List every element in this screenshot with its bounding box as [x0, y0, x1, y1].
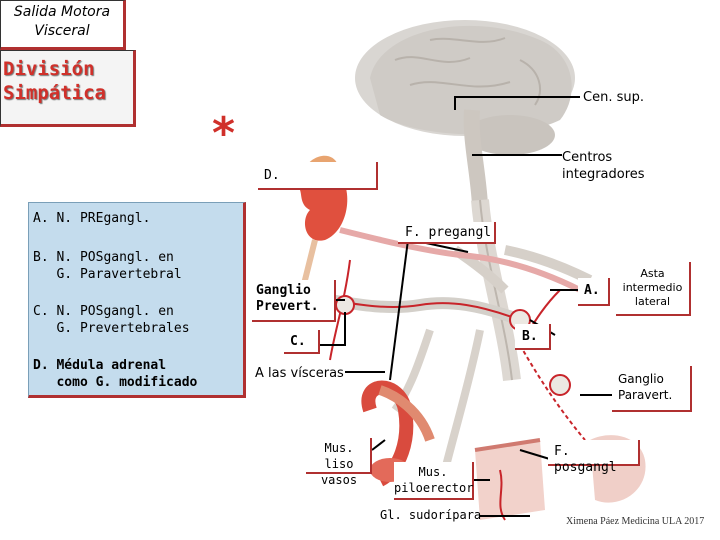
leader-cen-sup	[454, 96, 580, 110]
legend-panel: A. N. PREgangl. B. N. POSgangl. en G. Pa…	[28, 202, 246, 398]
division-line2: Simpática	[3, 82, 106, 104]
label-asta-box: Asta intermedio lateral	[616, 262, 691, 316]
title-line2: Visceral	[34, 23, 90, 39]
label-centros-line1: Centros	[562, 150, 613, 165]
label-mus-liso-line2: vasos	[320, 473, 358, 487]
label-a-las-visceras: A las vísceras	[255, 366, 344, 381]
label-f-posgangl: F. posgangl	[554, 444, 617, 475]
division-box: División Simpática	[0, 50, 136, 127]
label-mus-pilo-line2: piloerector	[394, 481, 474, 495]
label-ganglio-paravert-line1: Ganglio	[618, 372, 664, 386]
division-line1: División	[3, 58, 95, 80]
label-d-box: D.	[258, 162, 378, 190]
title-box: Salida Motora Visceral	[0, 0, 126, 50]
label-ganglio-prevert-line2: Prevert.	[256, 299, 319, 314]
legend-item-b: B. N. POSgangl. en G. Paravertebral	[33, 250, 182, 282]
label-a: A.	[584, 283, 600, 298]
label-mus-liso-line1: Mus. liso	[324, 441, 354, 471]
spinal-cord	[452, 199, 593, 382]
label-mus-pilo-line1: Mus.	[418, 465, 448, 479]
label-cen-sup: Cen. sup.	[583, 90, 644, 105]
label-ganglio-prevert-line1: Ganglio	[256, 283, 311, 298]
legend-item-c: C. N. POSgangl. en G. Prevertebrales	[33, 304, 190, 336]
label-f-pregangl: F. pregangl	[405, 225, 492, 240]
label-ganglio-prevert-box: Ganglio Prevert.	[252, 280, 336, 322]
label-c-box: C.	[284, 330, 320, 354]
label-gl-sudoripara: Gl. sudorípara	[380, 508, 482, 522]
credit-text: Ximena Páez Medicina ULA 2017	[566, 516, 705, 527]
leader-f-posgangl	[519, 449, 554, 461]
label-f-posgangl-box: F. posgangl	[548, 440, 640, 475]
title-line1: Salida Motora	[13, 4, 111, 20]
label-b: B.	[522, 329, 538, 344]
label-d: D.	[264, 168, 280, 183]
label-ganglio-paravert-box: Ganglio Paravert.	[612, 366, 692, 412]
nerve-pathways	[329, 227, 586, 471]
label-centros-integradores: Centros integradores	[562, 149, 645, 183]
label-centros-line2: integradores	[562, 167, 645, 182]
legend-item-d: D. Médula adrenal como G. modificado	[33, 358, 198, 390]
label-asta-line3: lateral	[634, 295, 671, 308]
label-mus-liso-box: Mus. liso vasos	[306, 438, 372, 487]
label-f-pregangl-box: F. pregangl	[398, 222, 496, 244]
label-mus-pilo-box: Mus. piloerector	[394, 462, 474, 500]
label-a-box: A.	[578, 278, 610, 306]
leader-f-pregangl-a	[389, 239, 409, 381]
legend-item-a: A. N. PREgangl.	[33, 211, 151, 226]
label-b-box: B.	[515, 324, 551, 350]
brain-illustration	[355, 20, 575, 206]
label-asta-line2: intermedio	[622, 281, 683, 294]
asterisk-mark: *	[212, 108, 236, 159]
label-asta-line1: Asta	[640, 267, 665, 280]
leader-mus-liso	[371, 439, 386, 451]
leader-c	[320, 312, 346, 346]
label-ganglio-paravert-line2: Paravert.	[618, 388, 673, 402]
label-c: C.	[290, 334, 306, 349]
